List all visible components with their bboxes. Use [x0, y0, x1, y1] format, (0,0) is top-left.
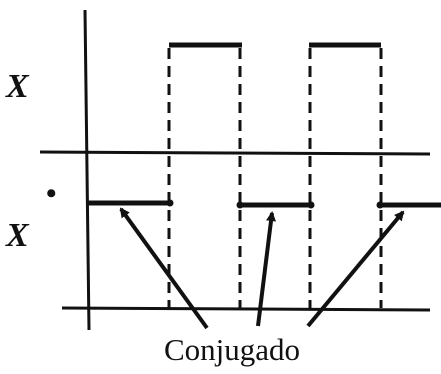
caption-conjugado: Conjugado [164, 332, 300, 367]
segment-dot-2 [236, 201, 244, 209]
segment-dot-1 [166, 199, 174, 207]
segment-dot-4 [376, 201, 384, 209]
upper-baseline [39, 150, 431, 156]
arrow-to-segment-1 [119, 207, 209, 330]
segment-dots [166, 199, 384, 209]
lower-baseline [61, 306, 431, 312]
conjugate-dot-label: • [46, 177, 57, 210]
arrow-to-segment-2 [256, 211, 276, 327]
arrow-to-segment-3 [306, 210, 405, 328]
conjugate-x-label: X [5, 217, 30, 254]
vertical-axis [83, 9, 91, 331]
signal-x-label: X [5, 68, 30, 105]
caption-arrows [119, 207, 405, 330]
dashed-transitions [167, 48, 383, 308]
segment-dot-3 [307, 201, 315, 209]
